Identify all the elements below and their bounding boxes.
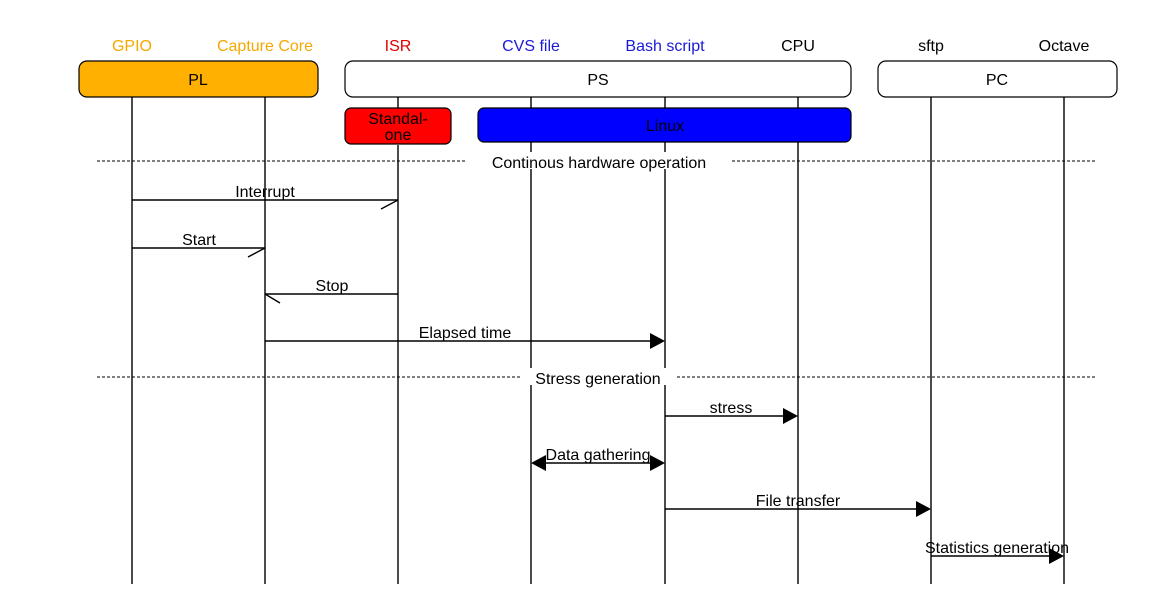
- subgroup-linux-label: Linux: [646, 118, 684, 135]
- section-label-bg-stress: [520, 368, 677, 385]
- group-pc-box: [877, 60, 1118, 98]
- group-boxes: PL PS PC: [78, 60, 1118, 98]
- message-stress-arrowhead: [783, 408, 798, 424]
- message-statistics-label: Statistics generation: [925, 540, 1069, 557]
- participant-sftp-label: sftp: [918, 38, 944, 55]
- participant-labels: GPIO Capture Core ISR CVS file Bash scri…: [112, 38, 1089, 55]
- participant-cvs-file-label: CVS file: [502, 38, 560, 55]
- subgroup-boxes: Standal-one Linux: [344, 107, 852, 145]
- subgroup-standalone-box: [344, 107, 452, 145]
- subgroup-label-line: one: [385, 127, 412, 144]
- message-data-gathering-arrowhead-left: [531, 455, 546, 471]
- subgroup-standalone-label: Standal-one: [368, 111, 428, 144]
- lifelines: [131, 97, 1065, 584]
- message-stop-label: Stop: [316, 278, 349, 295]
- subgroup-label-line: Standal-: [368, 111, 428, 128]
- subgroup-linux-box: [477, 107, 852, 143]
- group-pc-label: PC: [986, 72, 1008, 89]
- message-elapsed-time-label: Elapsed time: [419, 325, 512, 342]
- message-stress-label: stress: [710, 400, 753, 417]
- message-start-label: Start: [182, 232, 216, 249]
- messages: [132, 199, 1049, 557]
- participant-cpu-label: CPU: [781, 38, 815, 55]
- section-label-bg-continuous: [466, 152, 732, 169]
- message-data-gathering-label: Data gathering: [546, 447, 651, 464]
- message-interrupt-arrowhead: [380, 199, 399, 210]
- participant-octave-label: Octave: [1039, 38, 1090, 55]
- message-data-gathering-arrowhead-right: [650, 455, 665, 471]
- section-label-stress: Stress generation: [535, 371, 660, 388]
- group-pl-box: [78, 60, 319, 98]
- message-file-transfer-label: File transfer: [756, 493, 841, 510]
- group-ps-label: PS: [587, 72, 608, 89]
- message-interrupt-label: Interrupt: [235, 184, 295, 201]
- message-stop-arrowhead: [264, 293, 281, 304]
- participant-capture-core-label: Capture Core: [217, 38, 313, 55]
- message-statistics-arrowhead: [1049, 548, 1064, 564]
- participant-bash-script-label: Bash script: [625, 38, 705, 55]
- participant-gpio-label: GPIO: [112, 38, 152, 55]
- message-labels: Interrupt Start Stop Elapsed time stress…: [182, 184, 1069, 557]
- group-ps-box: [344, 60, 852, 98]
- section-label-continuous: Continous hardware operation: [492, 155, 706, 172]
- message-elapsed-time-arrowhead: [650, 333, 665, 349]
- message-start-arrowhead: [247, 247, 266, 258]
- section-dividers: Continous hardware operation Stress gene…: [97, 152, 1097, 388]
- filled-arrowheads: [531, 333, 1064, 564]
- message-file-transfer-arrowhead: [916, 501, 931, 517]
- group-pl-label: PL: [188, 72, 208, 89]
- participant-isr-label: ISR: [385, 38, 412, 55]
